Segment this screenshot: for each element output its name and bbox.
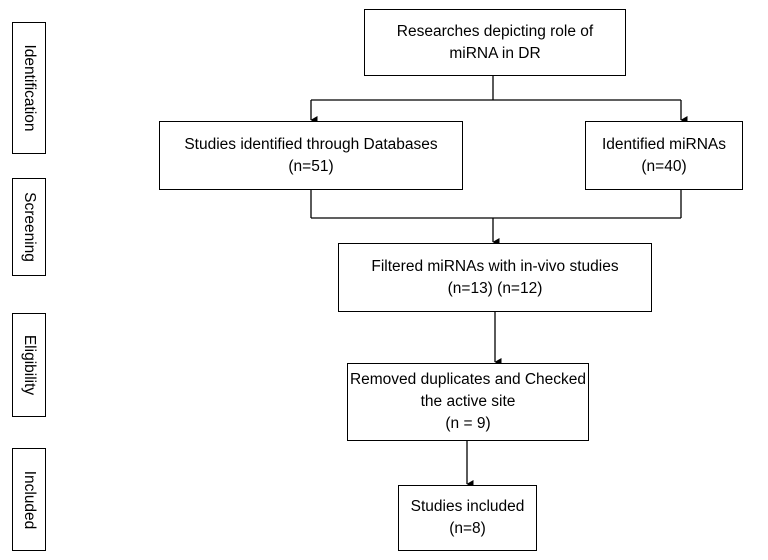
box-databases-count: (n=51) <box>288 157 334 175</box>
phase-identification-label: Identification <box>21 44 38 132</box>
box-researches-line1: Researches depicting role of <box>396 22 594 40</box>
phase-included: Included <box>12 448 46 551</box>
box-filtered-count: (n=13) (n=12) <box>447 279 543 297</box>
box-filtered-line1: Filtered miRNAs with in-vivo studies <box>371 257 619 275</box>
box-databases: Studies identified through Databases (n=… <box>159 121 463 190</box>
box-included-count: (n=8) <box>449 520 486 537</box>
phase-included-label: Included <box>21 470 38 529</box>
box-removed-line1: Removed duplicates and Checked <box>349 371 587 388</box>
box-filtered: Filtered miRNAs with in-vivo studies (n=… <box>338 243 652 312</box>
box-included-line1: Studies included <box>410 498 525 515</box>
box-researches: Researches depicting role of miRNA in DR <box>364 9 626 76</box>
box-removed-line2: the active site <box>420 393 516 410</box>
phase-eligibility: Eligibility <box>12 313 46 417</box>
box-researches-line2: miRNA in DR <box>449 44 541 62</box>
box-databases-line1: Studies identified through Databases <box>184 135 438 153</box>
box-mirnas: Identified miRNAs (n=40) <box>585 121 743 190</box>
phase-screening: Screening <box>12 178 46 276</box>
box-mirnas-line1: Identified miRNAs <box>601 135 727 153</box>
box-removed-count: (n = 9) <box>445 415 491 432</box>
box-removed: Removed duplicates and Checked the activ… <box>347 363 589 441</box>
box-mirnas-count: (n=40) <box>641 157 687 175</box>
phase-eligibility-label: Eligibility <box>21 334 38 396</box>
phase-identification: Identification <box>12 22 46 154</box>
box-included: Studies included (n=8) <box>398 485 537 551</box>
phase-screening-label: Screening <box>21 192 38 262</box>
